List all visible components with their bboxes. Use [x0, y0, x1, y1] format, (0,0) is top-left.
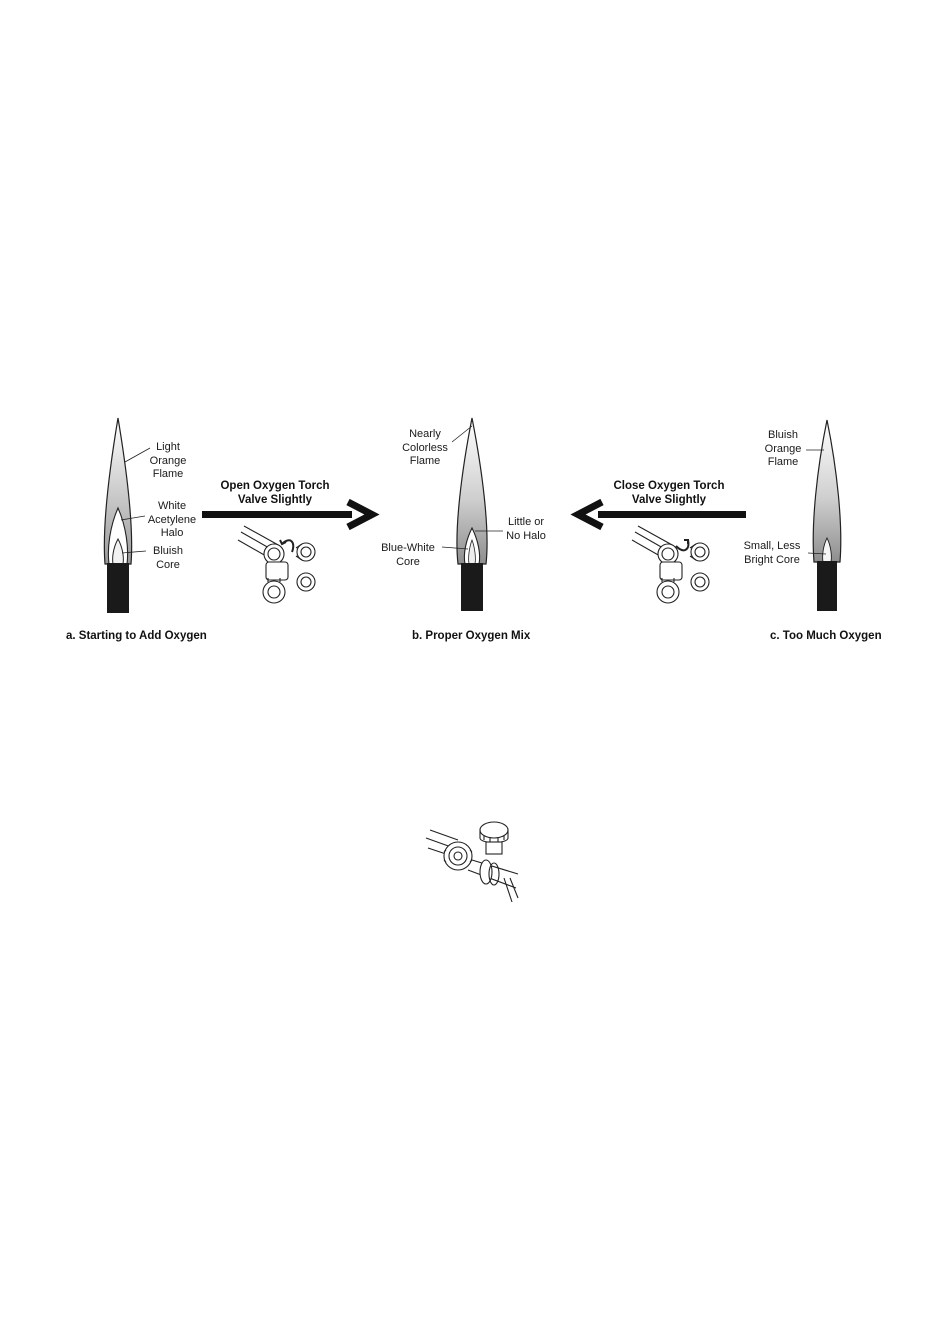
caption-a: a. Starting to Add Oxygen — [66, 630, 207, 642]
torch-valve-close-icon — [630, 522, 730, 612]
caption-c: c. Too Much Oxygen — [770, 630, 882, 642]
leaders-b — [420, 400, 560, 600]
leaders-c — [800, 430, 860, 590]
torch-valve-open-icon — [236, 522, 336, 612]
torch-valve-detail-icon — [424, 818, 520, 902]
label-c-core: Small, Less Bright Core — [738, 540, 806, 567]
leaders-a — [100, 400, 200, 600]
caption-b: b. Proper Oxygen Mix — [412, 630, 530, 642]
